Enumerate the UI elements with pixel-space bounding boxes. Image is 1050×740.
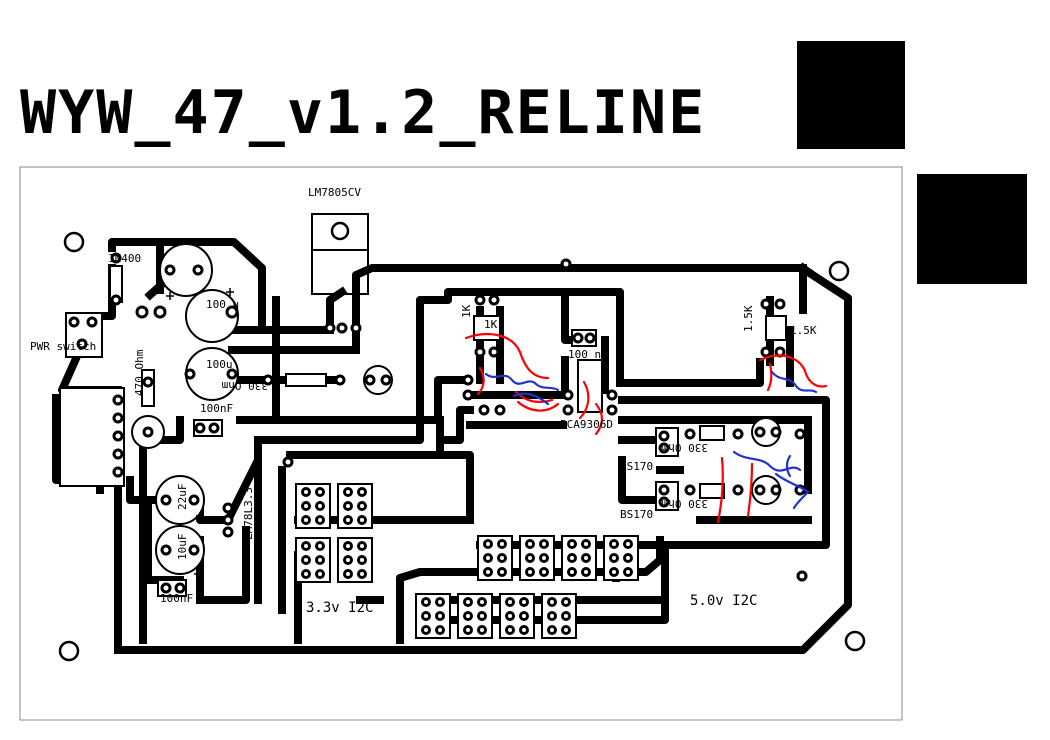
polarity-marks: [166, 288, 236, 578]
lm78l33-label: LM78L3.3: [242, 487, 255, 540]
i2c-33-label: 3.3v I2C: [306, 600, 373, 616]
cap-100u-label-b: 100u: [206, 358, 233, 371]
silkscreen-labels: LM7805CV 1N400 PWR switch 100 u 100u 100…: [30, 186, 817, 605]
header-pins: [301, 487, 633, 635]
capacitors: [131, 243, 781, 575]
i2c-50-label: 5.0v I2C: [690, 593, 757, 609]
board-title: WYW_47_v1.2_RELINE: [20, 78, 707, 148]
bs170-label-b: BS170: [620, 508, 653, 521]
cap-10u-label: 10uF: [176, 534, 189, 561]
res-330-label-a: 330 Ohm: [221, 379, 268, 392]
board-outline: [19, 166, 903, 721]
lm7805-label: LM7805CV: [308, 186, 361, 199]
res-1-5k-label-b: 1.5K: [790, 324, 817, 337]
blue-rework-marks: [484, 370, 818, 510]
cap-100u-label-a: 100 u: [206, 298, 239, 311]
res-330-label-b: 330 Ohm: [661, 441, 708, 454]
fiducial-block-top: [797, 41, 905, 149]
diode-label: 1N400: [108, 252, 141, 265]
lm7805-package: [311, 213, 369, 295]
pca9306-label: PCA9306D: [560, 418, 613, 431]
i2c-labels: 3.3v I2C 5.0v I2C: [306, 593, 757, 616]
res-1-5k-label-a: 1.5K: [742, 305, 755, 332]
cap-100nf-label-c: 100nF: [160, 592, 193, 605]
cap-100nf-label-a: 100nF: [200, 402, 233, 415]
res-330-label-c: 330 Ohm: [661, 497, 708, 510]
res-1k-label: 1K: [484, 318, 498, 331]
cap-22u-label: 22uF: [176, 484, 189, 511]
resistors: [109, 265, 787, 499]
fiducial-block-right: [917, 174, 1027, 284]
res-1k-label-b: 1K: [460, 304, 473, 318]
res-470-label: 470 Ohm: [133, 349, 146, 396]
pwr-switch-label: PWR switch: [30, 340, 96, 353]
bs170-label-a: BS170: [620, 460, 653, 473]
cap-100nf-label-b: 100 nF: [568, 348, 608, 361]
mounting-holes: [58, 231, 866, 662]
red-rework-marks: [464, 332, 828, 524]
pads: [68, 252, 808, 594]
